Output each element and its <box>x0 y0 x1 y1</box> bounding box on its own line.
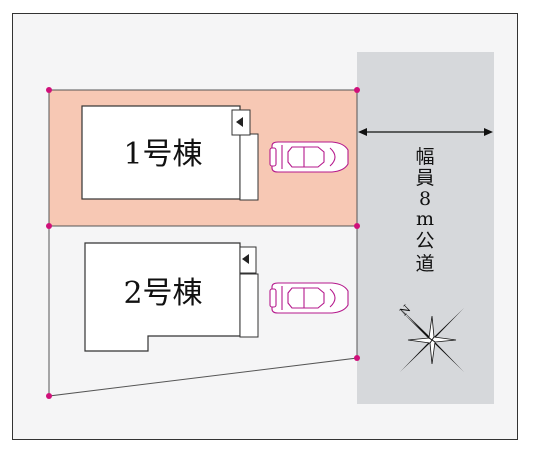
road-label: 幅 員 8 m 公 道 <box>415 146 434 275</box>
building-2-label: 2号棟 <box>123 276 202 311</box>
boundary-point <box>354 355 360 361</box>
building-1-label: 1号棟 <box>123 137 202 172</box>
public-road <box>357 52 494 404</box>
boundary-point <box>46 393 52 399</box>
boundary-point <box>354 87 360 93</box>
road-label-char: 公 <box>415 230 434 252</box>
building-2-entrance-arrow-icon <box>242 254 249 264</box>
car-2-icon <box>269 282 349 314</box>
road-label-char: m <box>416 208 434 230</box>
car-1-icon <box>269 141 349 173</box>
road-width-dimension-arrow-icon <box>358 128 493 136</box>
building-1-annex <box>239 133 259 201</box>
boundary-point <box>354 223 360 229</box>
boundary-point <box>46 223 52 229</box>
building-1-outline <box>81 105 241 200</box>
road-label-char: 幅 <box>415 146 434 168</box>
road-label-char: 道 <box>415 253 434 275</box>
building-2-outline <box>84 242 241 352</box>
road-label-char: 8 <box>419 188 431 210</box>
building-1-entrance-arrow-icon <box>236 117 243 127</box>
boundary-point <box>46 87 52 93</box>
building-2-annex <box>239 273 259 338</box>
road-label-char: 員 <box>415 167 434 189</box>
